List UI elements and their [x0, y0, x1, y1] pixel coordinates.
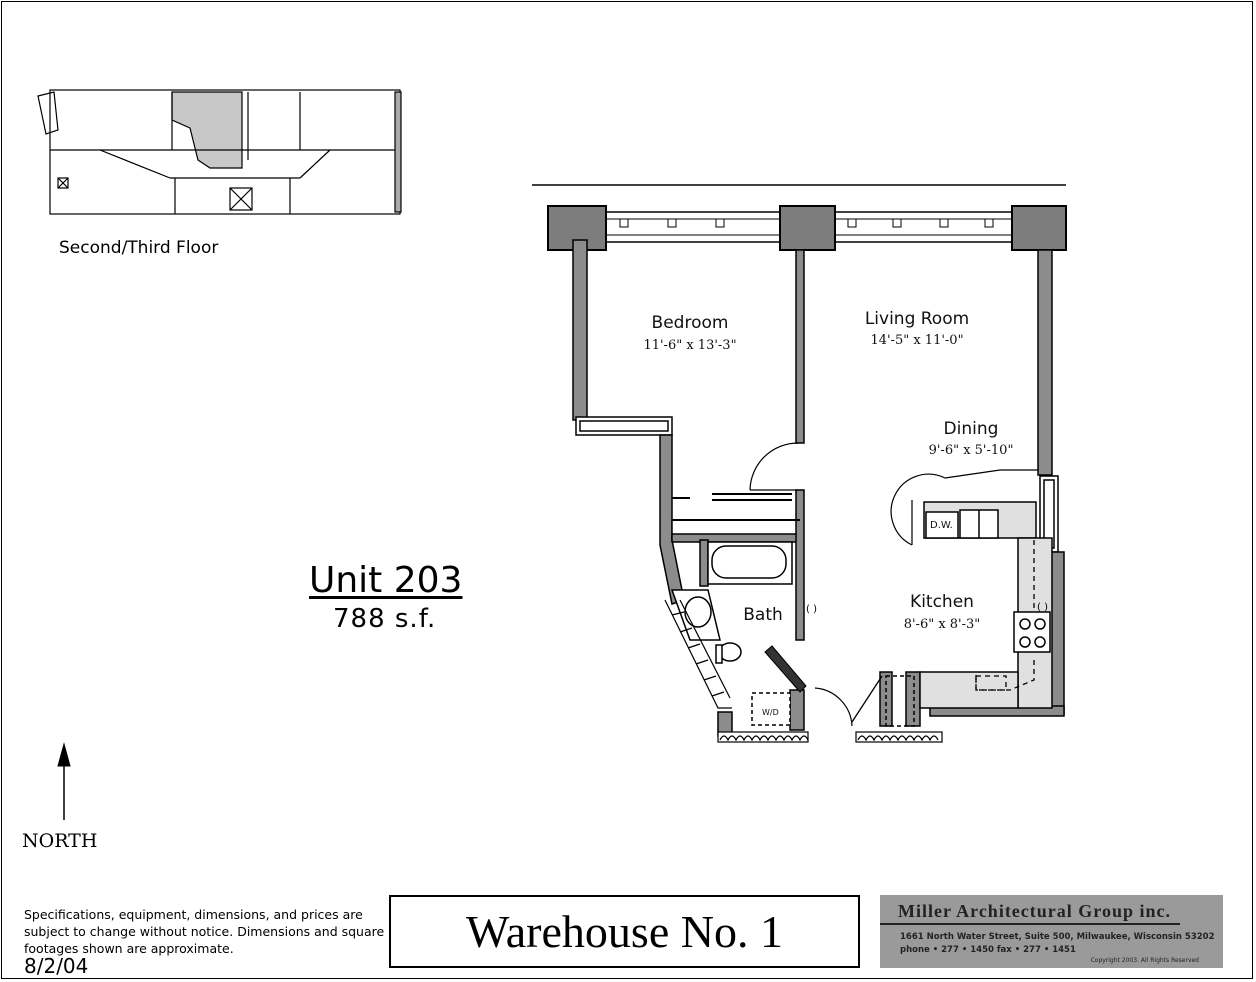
room-dims-bedroom: 11'-6" x 13'-3" — [643, 338, 737, 353]
svg-text:( ): ( ) — [1037, 602, 1048, 613]
bath-sink — [670, 589, 721, 641]
disclaimer-text: Specifications, equipment, dimensions, a… — [24, 907, 385, 956]
room-label-bath: Bath — [743, 605, 783, 625]
dishwasher-label: D.W. — [930, 520, 953, 531]
room-dims-living: 14'-5" x 11'-0" — [870, 333, 964, 348]
room-dims-kitchen: 8'-6" x 8'-3" — [903, 617, 981, 632]
project-name: Warehouse No. 1 — [466, 906, 783, 957]
key-plan-unit-highlight — [171, 91, 243, 169]
unit-area: 788 s.f. — [333, 604, 437, 634]
room-label-dining: Dining — [943, 419, 999, 439]
firm-divider — [880, 923, 1180, 925]
room-label-kitchen: Kitchen — [910, 592, 974, 612]
firm-phone: phone • 277 • 1450 fax • 277 • 1451 — [900, 945, 1076, 955]
key-plan — [37, 89, 402, 215]
room-dims-dining: 9'-6" x 5'-10" — [928, 443, 1014, 458]
firm-name: Miller Architectural Group inc. — [898, 901, 1171, 921]
north-arrow-icon — [57, 742, 71, 820]
plan-date: 8/2/04 — [24, 954, 89, 978]
svg-text:( ): ( ) — [806, 604, 817, 615]
cooktop — [1013, 611, 1051, 653]
key-plan-caption: Second/Third Floor — [59, 238, 219, 258]
unit-title: Unit 203 — [309, 560, 463, 601]
washer-dryer-label: W/D — [762, 708, 779, 717]
north-label: NORTH — [22, 830, 98, 852]
firm-address: 1661 North Water Street, Suite 500, Milw… — [900, 932, 1215, 942]
project-title-box: Warehouse No. 1 — [389, 895, 860, 968]
firm-copyright: Copyright 2003. All Rights Reserved — [1090, 957, 1199, 964]
bathtub — [707, 541, 793, 585]
toilet — [715, 642, 742, 664]
room-label-living: Living Room — [864, 309, 970, 329]
firm-title-block: Miller Architectural Group inc. 1661 Nor… — [880, 895, 1223, 968]
washer-dryer — [751, 692, 791, 726]
room-label-bedroom: Bedroom — [651, 313, 729, 333]
structural-columns — [547, 205, 1067, 251]
dishwasher — [925, 511, 959, 539]
